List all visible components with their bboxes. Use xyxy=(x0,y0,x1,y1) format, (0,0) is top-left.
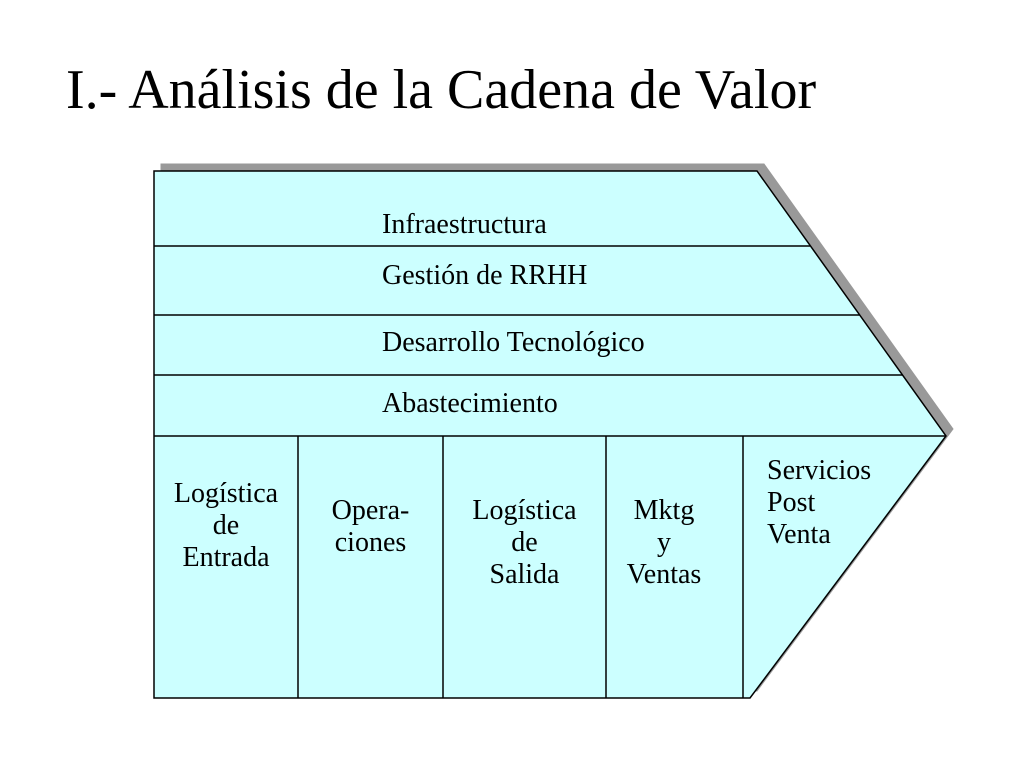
primary-label-line: y xyxy=(657,527,671,559)
primary-label-line: Ventas xyxy=(626,559,702,591)
primary-label-line: de xyxy=(212,510,240,542)
support-label-tecnologia: Desarrollo Tecnológico xyxy=(382,327,645,358)
primary-label-line: de xyxy=(511,527,538,559)
primary-label-logistica-salida: Logística de Salida xyxy=(443,495,606,592)
primary-label-line: Venta xyxy=(767,519,831,551)
primary-label-servicios-post-venta: Servicios Post Venta xyxy=(767,455,871,552)
primary-label-operaciones: Opera- ciones xyxy=(298,495,443,559)
primary-label-logistica-entrada: Logística de Entrada xyxy=(154,478,298,575)
primary-label-mktg-ventas: Mktg y Ventas xyxy=(600,495,728,592)
primary-label-line: Servicios xyxy=(767,455,872,486)
primary-label-line: Opera- xyxy=(331,495,410,526)
primary-label-line: ciones xyxy=(334,527,407,559)
primary-label-line: Mktg xyxy=(633,495,695,526)
chain-shape xyxy=(153,170,947,699)
primary-label-line: Entrada xyxy=(182,542,270,574)
support-label-rrhh: Gestión de RRHH xyxy=(382,260,588,291)
primary-label-line: Salida xyxy=(489,559,560,591)
primary-label-line: Logística xyxy=(472,495,577,526)
support-label-infraestructura: Infraestructura xyxy=(382,209,547,240)
slide-title: I.- Análisis de la Cadena de Valor xyxy=(66,59,817,121)
support-label-abastecimiento: Abastecimiento xyxy=(382,388,558,419)
primary-label-line: Logística xyxy=(173,478,279,509)
primary-label-line: Post xyxy=(767,487,816,519)
